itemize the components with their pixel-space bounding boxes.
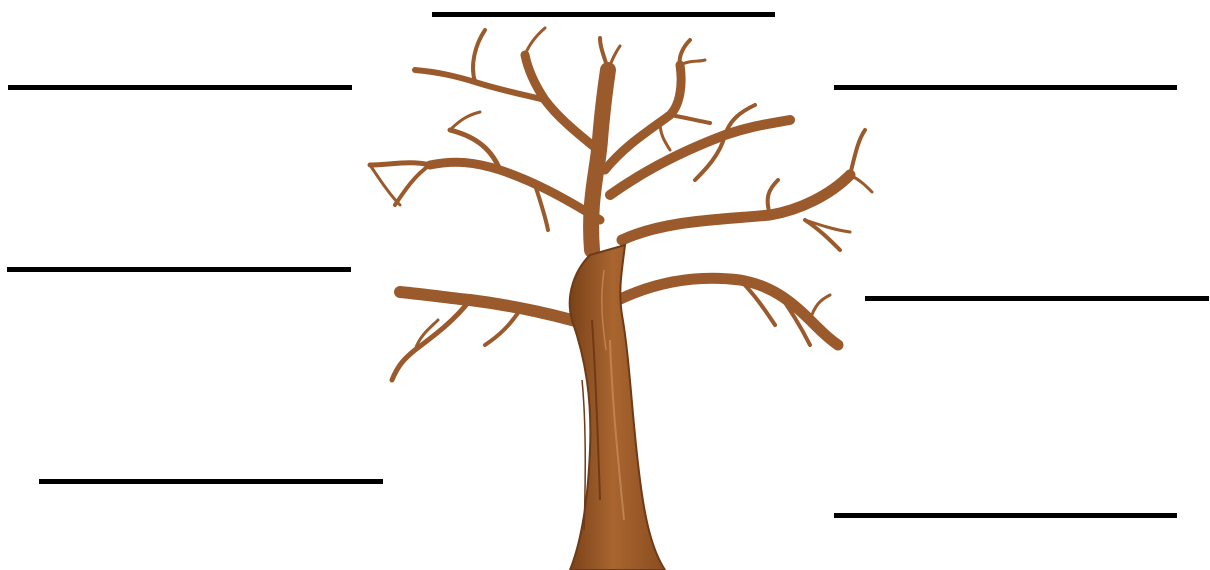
tree-trunk <box>570 245 665 570</box>
answer-blank-top[interactable] <box>432 12 775 17</box>
answer-blank-left-lower[interactable] <box>39 479 383 484</box>
answer-blank-right-lower[interactable] <box>834 513 1177 518</box>
answer-blank-right-upper[interactable] <box>834 85 1177 90</box>
bare-tree-illustration <box>360 20 880 570</box>
answer-blank-left-upper[interactable] <box>8 85 352 90</box>
answer-blank-right-middle[interactable] <box>865 296 1209 301</box>
answer-blank-left-middle[interactable] <box>7 267 351 272</box>
